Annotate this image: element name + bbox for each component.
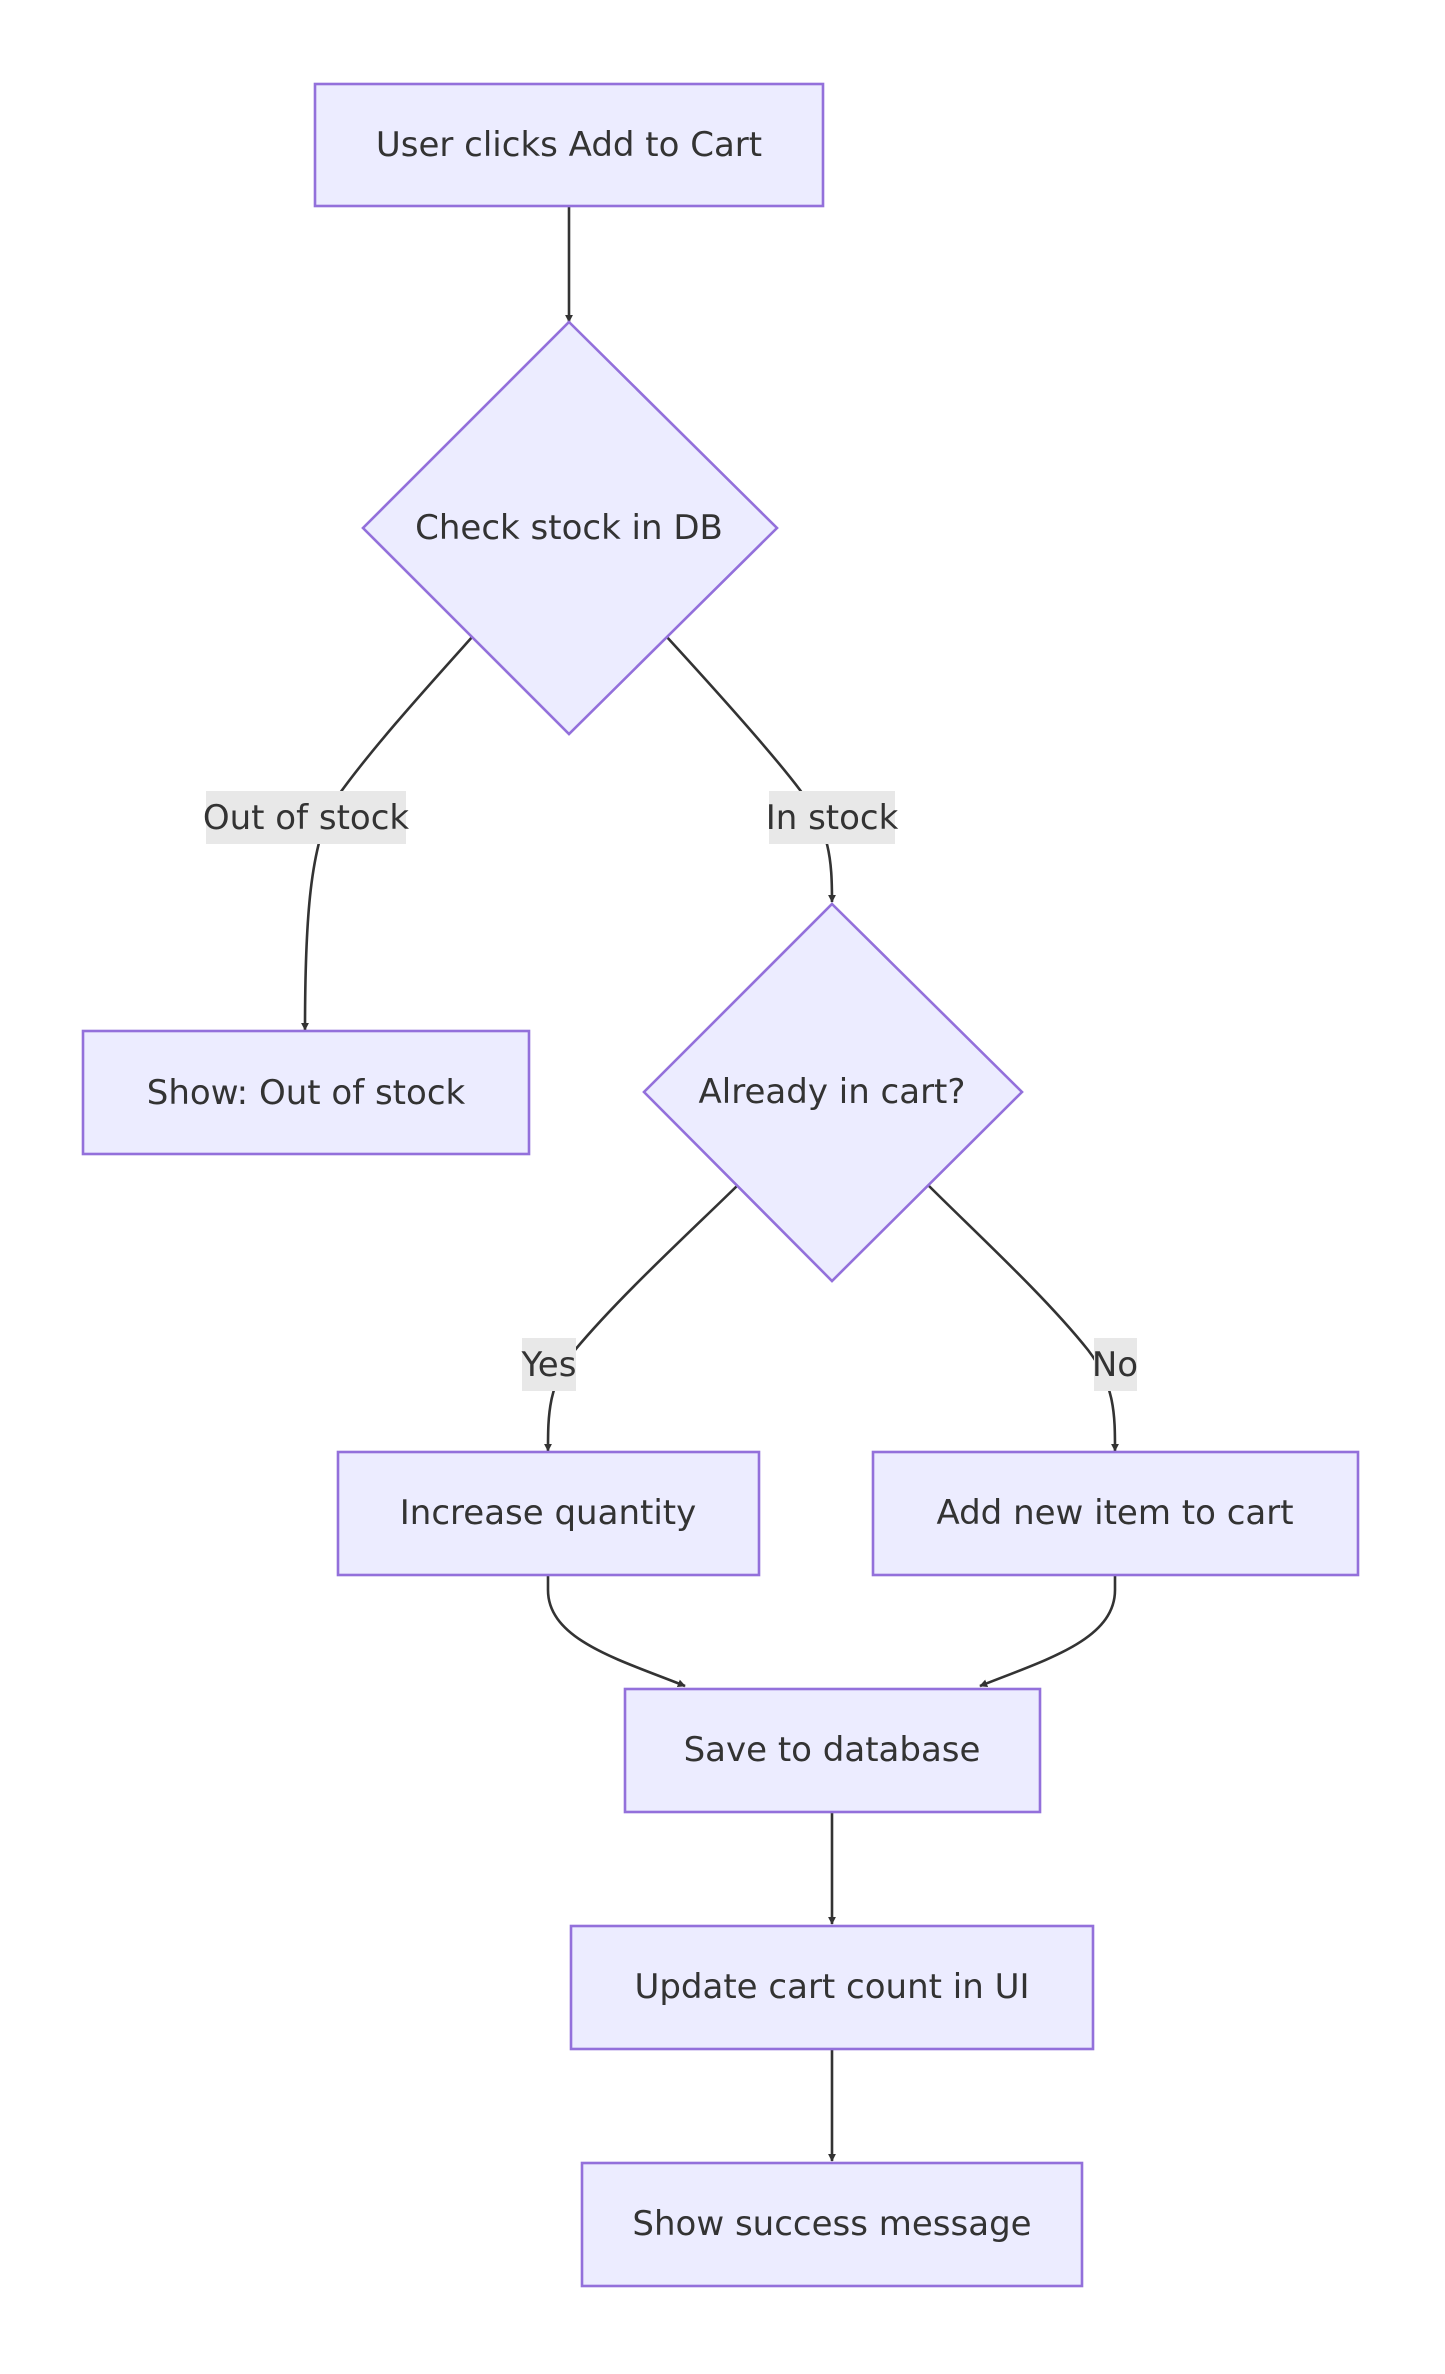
edge-label-no: No <box>1092 1338 1138 1391</box>
node-add-item: Add new item to cart <box>871 1450 1360 1577</box>
node-check-stock-label: Check stock in DB <box>415 508 723 548</box>
edge-labels: Out of stock In stock Yes No <box>203 791 1138 1391</box>
node-out-of-stock-label: Show: Out of stock <box>147 1073 466 1113</box>
node-out-of-stock: Show: Out of stock <box>81 1029 531 1156</box>
edge-label-yes: Yes <box>521 1338 577 1391</box>
nodes: User clicks Add to Cart Check stock in D… <box>81 82 1360 2288</box>
edge-add-to-save <box>979 1573 1117 1688</box>
node-save-database-label: Save to database <box>684 1730 981 1770</box>
edge-in-cart-to-increase <box>544 1183 740 1452</box>
edge-label-out-of-stock-text: Out of stock <box>203 798 410 838</box>
edge-check-to-in-cart <box>665 635 836 903</box>
node-increase-quantity: Increase quantity <box>336 1450 761 1577</box>
edge-label-yes-text: Yes <box>521 1345 577 1385</box>
edge-label-in-stock-text: In stock <box>766 798 899 838</box>
node-in-cart: Already in cart? <box>642 902 1024 1283</box>
edge-label-out-of-stock: Out of stock <box>203 791 410 844</box>
edge-label-no-text: No <box>1092 1345 1138 1385</box>
node-start-label: User clicks Add to Cart <box>376 125 762 165</box>
node-save-database: Save to database <box>623 1687 1042 1814</box>
node-success-message-label: Show success message <box>632 2204 1031 2244</box>
edge-increase-to-save <box>546 1573 686 1688</box>
node-success-message: Show success message <box>580 2161 1084 2288</box>
edge-label-in-stock: In stock <box>766 791 899 844</box>
edges <box>301 207 1119 2162</box>
node-in-cart-label: Already in cart? <box>699 1072 966 1112</box>
node-add-item-label: Add new item to cart <box>936 1493 1293 1533</box>
node-check-stock: Check stock in DB <box>361 320 779 736</box>
node-update-cart-count: Update cart count in UI <box>569 1924 1095 2051</box>
edge-in-cart-to-add <box>926 1183 1119 1452</box>
node-start: User clicks Add to Cart <box>313 82 825 208</box>
node-increase-quantity-label: Increase quantity <box>400 1493 696 1533</box>
node-update-cart-count-label: Update cart count in UI <box>634 1967 1029 2007</box>
